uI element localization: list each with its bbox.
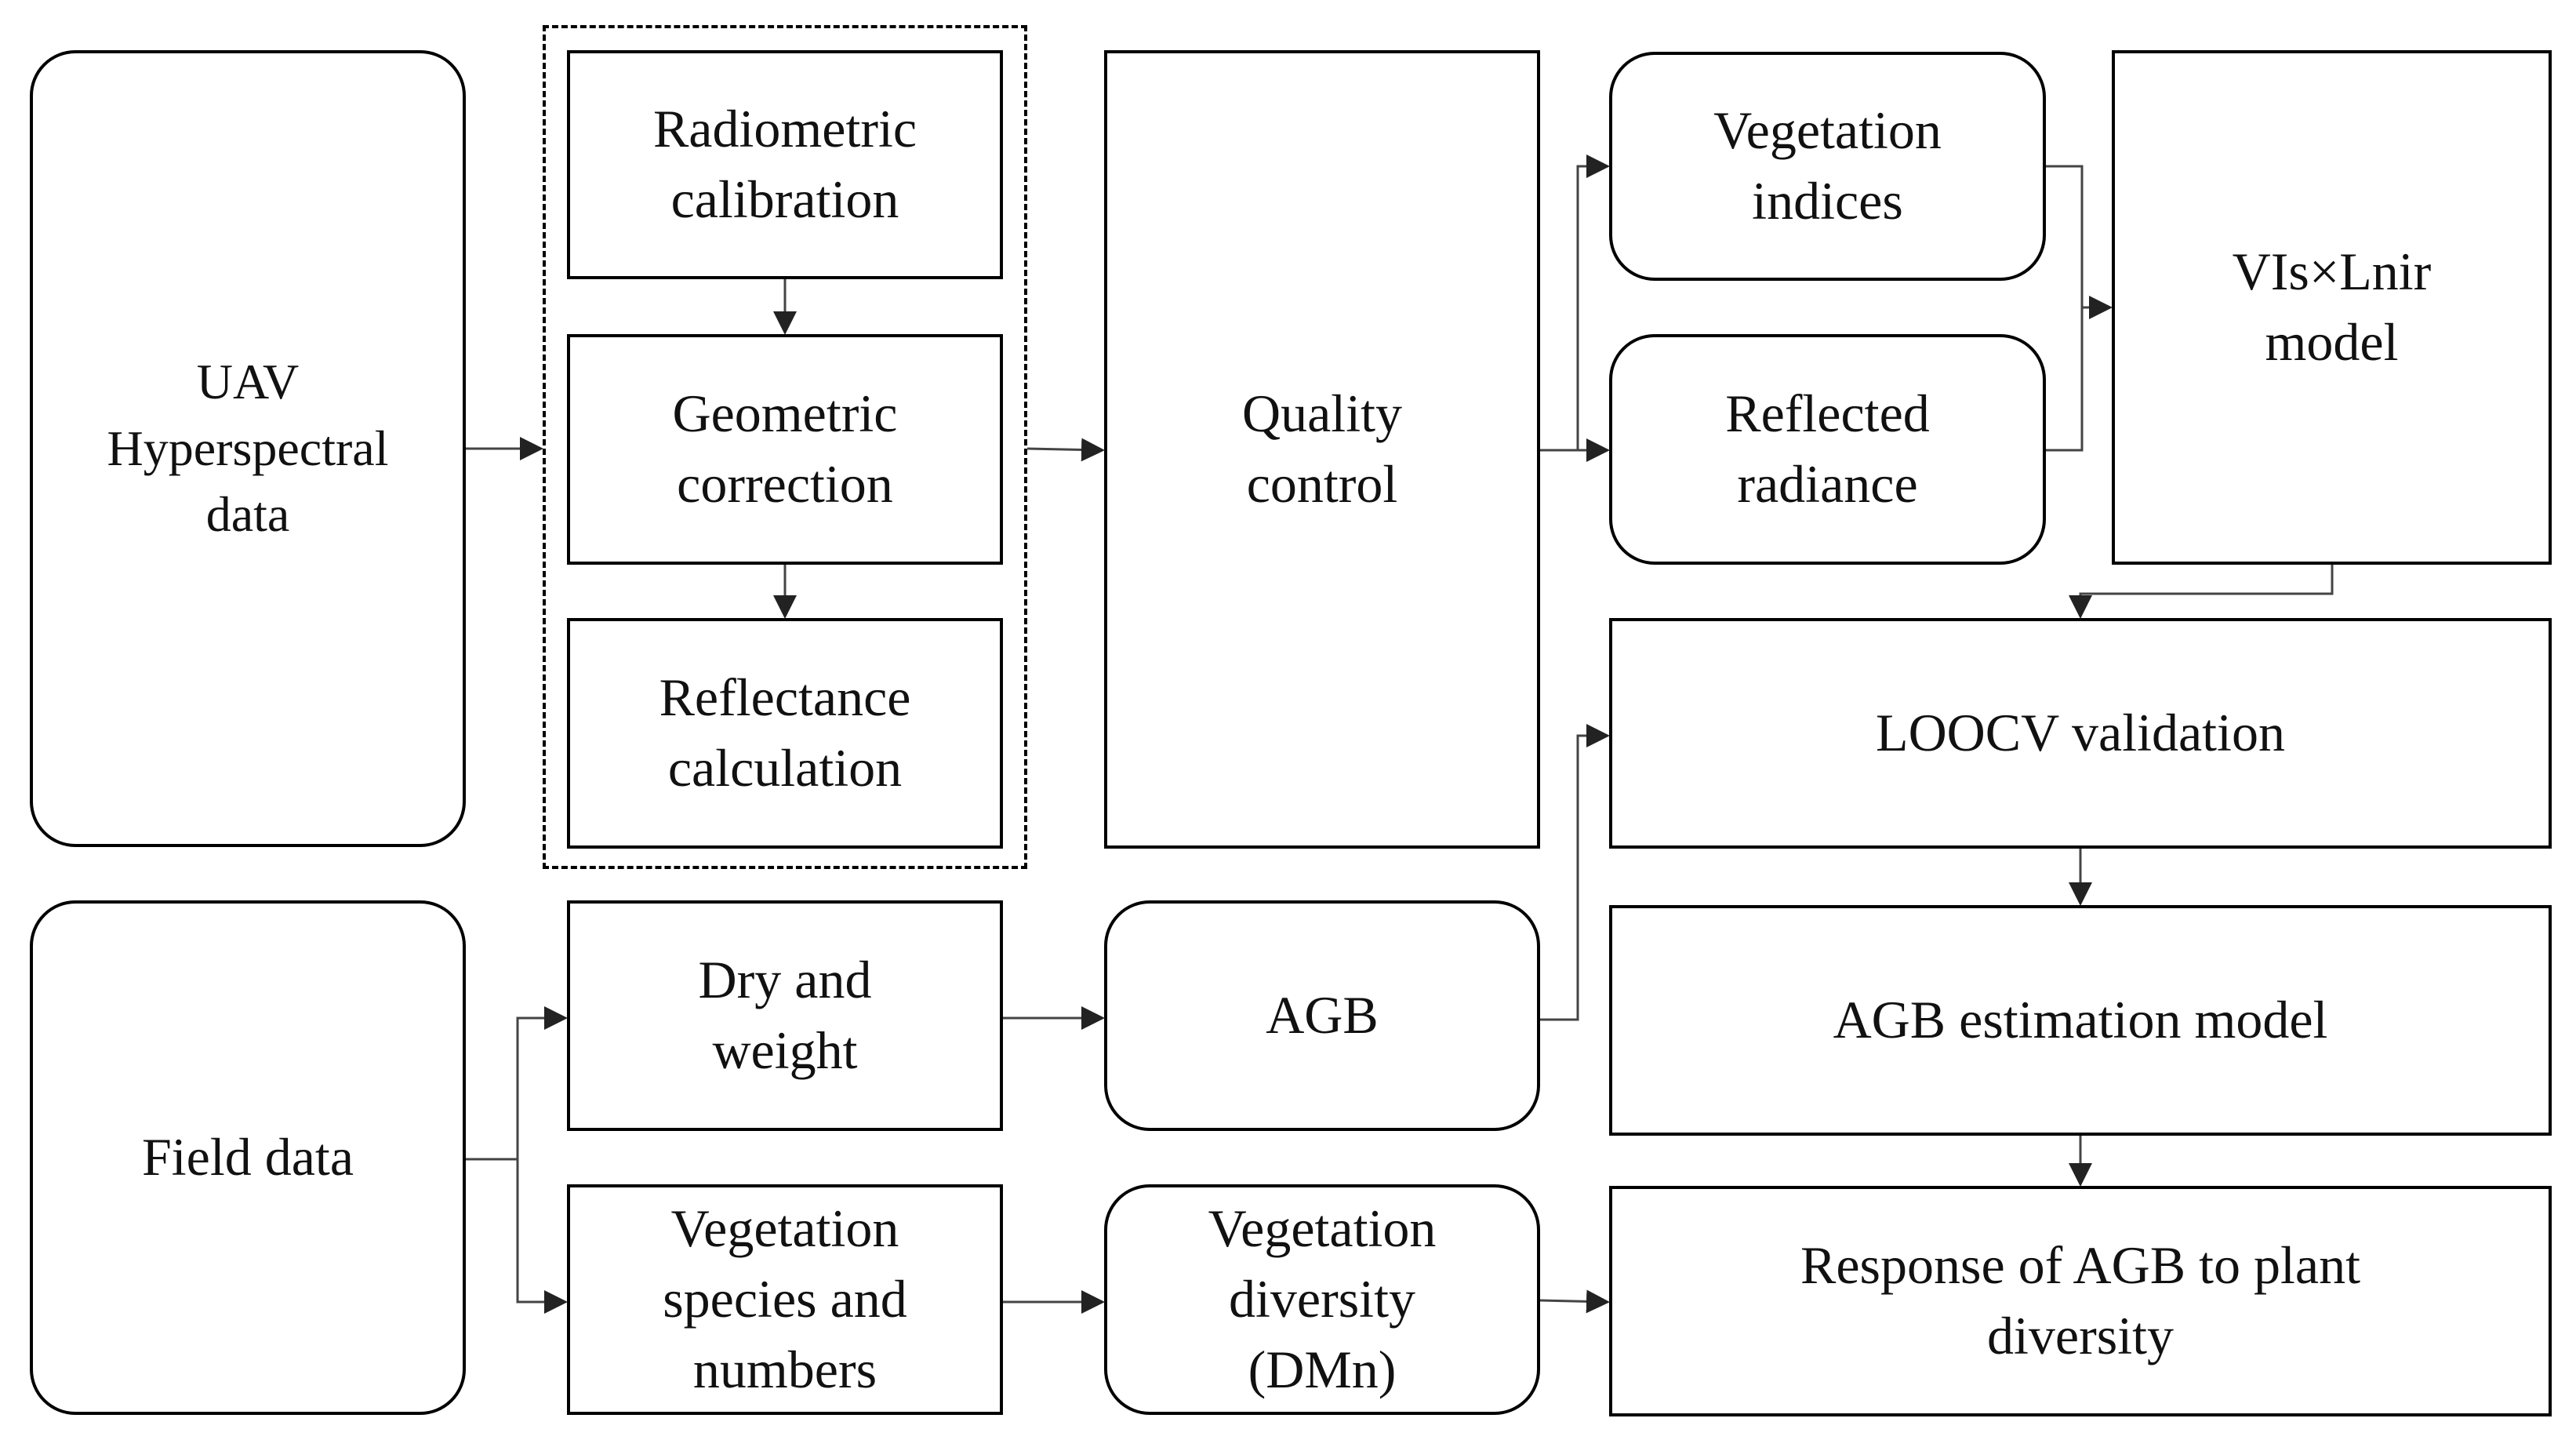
node-geometric-correction: Geometric correction <box>567 334 1003 565</box>
arrow-quality-to-vegetation-indices <box>1540 155 1610 452</box>
arrow-agb-to-loocv <box>1540 724 1610 1021</box>
node-agb: AGB <box>1104 900 1540 1131</box>
node-label: Response of AGB to plant diversity <box>1800 1235 2360 1365</box>
node-loocv-validation: LOOCV validation <box>1609 618 2552 849</box>
node-label: Radiometric calibration <box>652 99 917 229</box>
line-vegetation-indices-to-merge <box>2046 165 2084 452</box>
node-label: Vegetation diversity (DMn) <box>1208 1198 1437 1399</box>
node-label: Vegetation species and numbers <box>663 1198 907 1399</box>
arrow-field-to-dry-weight <box>516 1006 568 1159</box>
node-label: Quality control <box>1242 384 1402 514</box>
node-dry-and-weight: Dry and weight <box>567 900 1003 1131</box>
node-label: Reflectance calculation <box>659 667 911 798</box>
node-reflectance-calculation: Reflectance calculation <box>567 618 1003 849</box>
node-vegetation-indices: Vegetation indices <box>1609 52 2046 281</box>
arrow-diversity-to-response <box>1539 1289 1610 1314</box>
node-label: AGB <box>1266 985 1379 1045</box>
node-label: Vegetation indices <box>1713 100 1942 231</box>
preprocessing-group <box>543 25 1027 869</box>
node-vegetation-species-numbers: Vegetation species and numbers <box>567 1184 1003 1415</box>
arrow-field-to-species <box>516 1159 568 1314</box>
node-label: Field data <box>141 1127 354 1187</box>
node-uav-hyperspectral-data: UAV Hyperspectral data <box>30 50 466 847</box>
node-quality-control: Quality control <box>1104 50 1540 849</box>
node-label: Reflected radiance <box>1725 384 1930 514</box>
node-radiometric-calibration: Radiometric calibration <box>567 50 1003 279</box>
node-label: UAV Hyperspectral data <box>107 354 389 543</box>
node-label: AGB estimation model <box>1833 990 2328 1050</box>
node-vegetation-diversity: Vegetation diversity (DMn) <box>1104 1184 1540 1415</box>
node-label: Geometric correction <box>672 384 898 514</box>
node-label: VIs×Lnir model <box>2232 242 2432 372</box>
arrow-vis-lnir-to-loocv <box>2069 565 2334 619</box>
node-response-agb-diversity: Response of AGB to plant diversity <box>1609 1186 2552 1416</box>
arrow-preprocessing-to-quality <box>1026 438 1105 462</box>
node-vis-lnir-model: VIs×Lnir model <box>2112 50 2552 565</box>
node-field-data: Field data <box>30 900 466 1415</box>
node-label: LOOCV validation <box>1876 703 2285 763</box>
node-agb-estimation-model: AGB estimation model <box>1609 905 2552 1136</box>
node-reflected-radiance: Reflected radiance <box>1609 334 2046 565</box>
node-label: Dry and weight <box>698 950 872 1080</box>
